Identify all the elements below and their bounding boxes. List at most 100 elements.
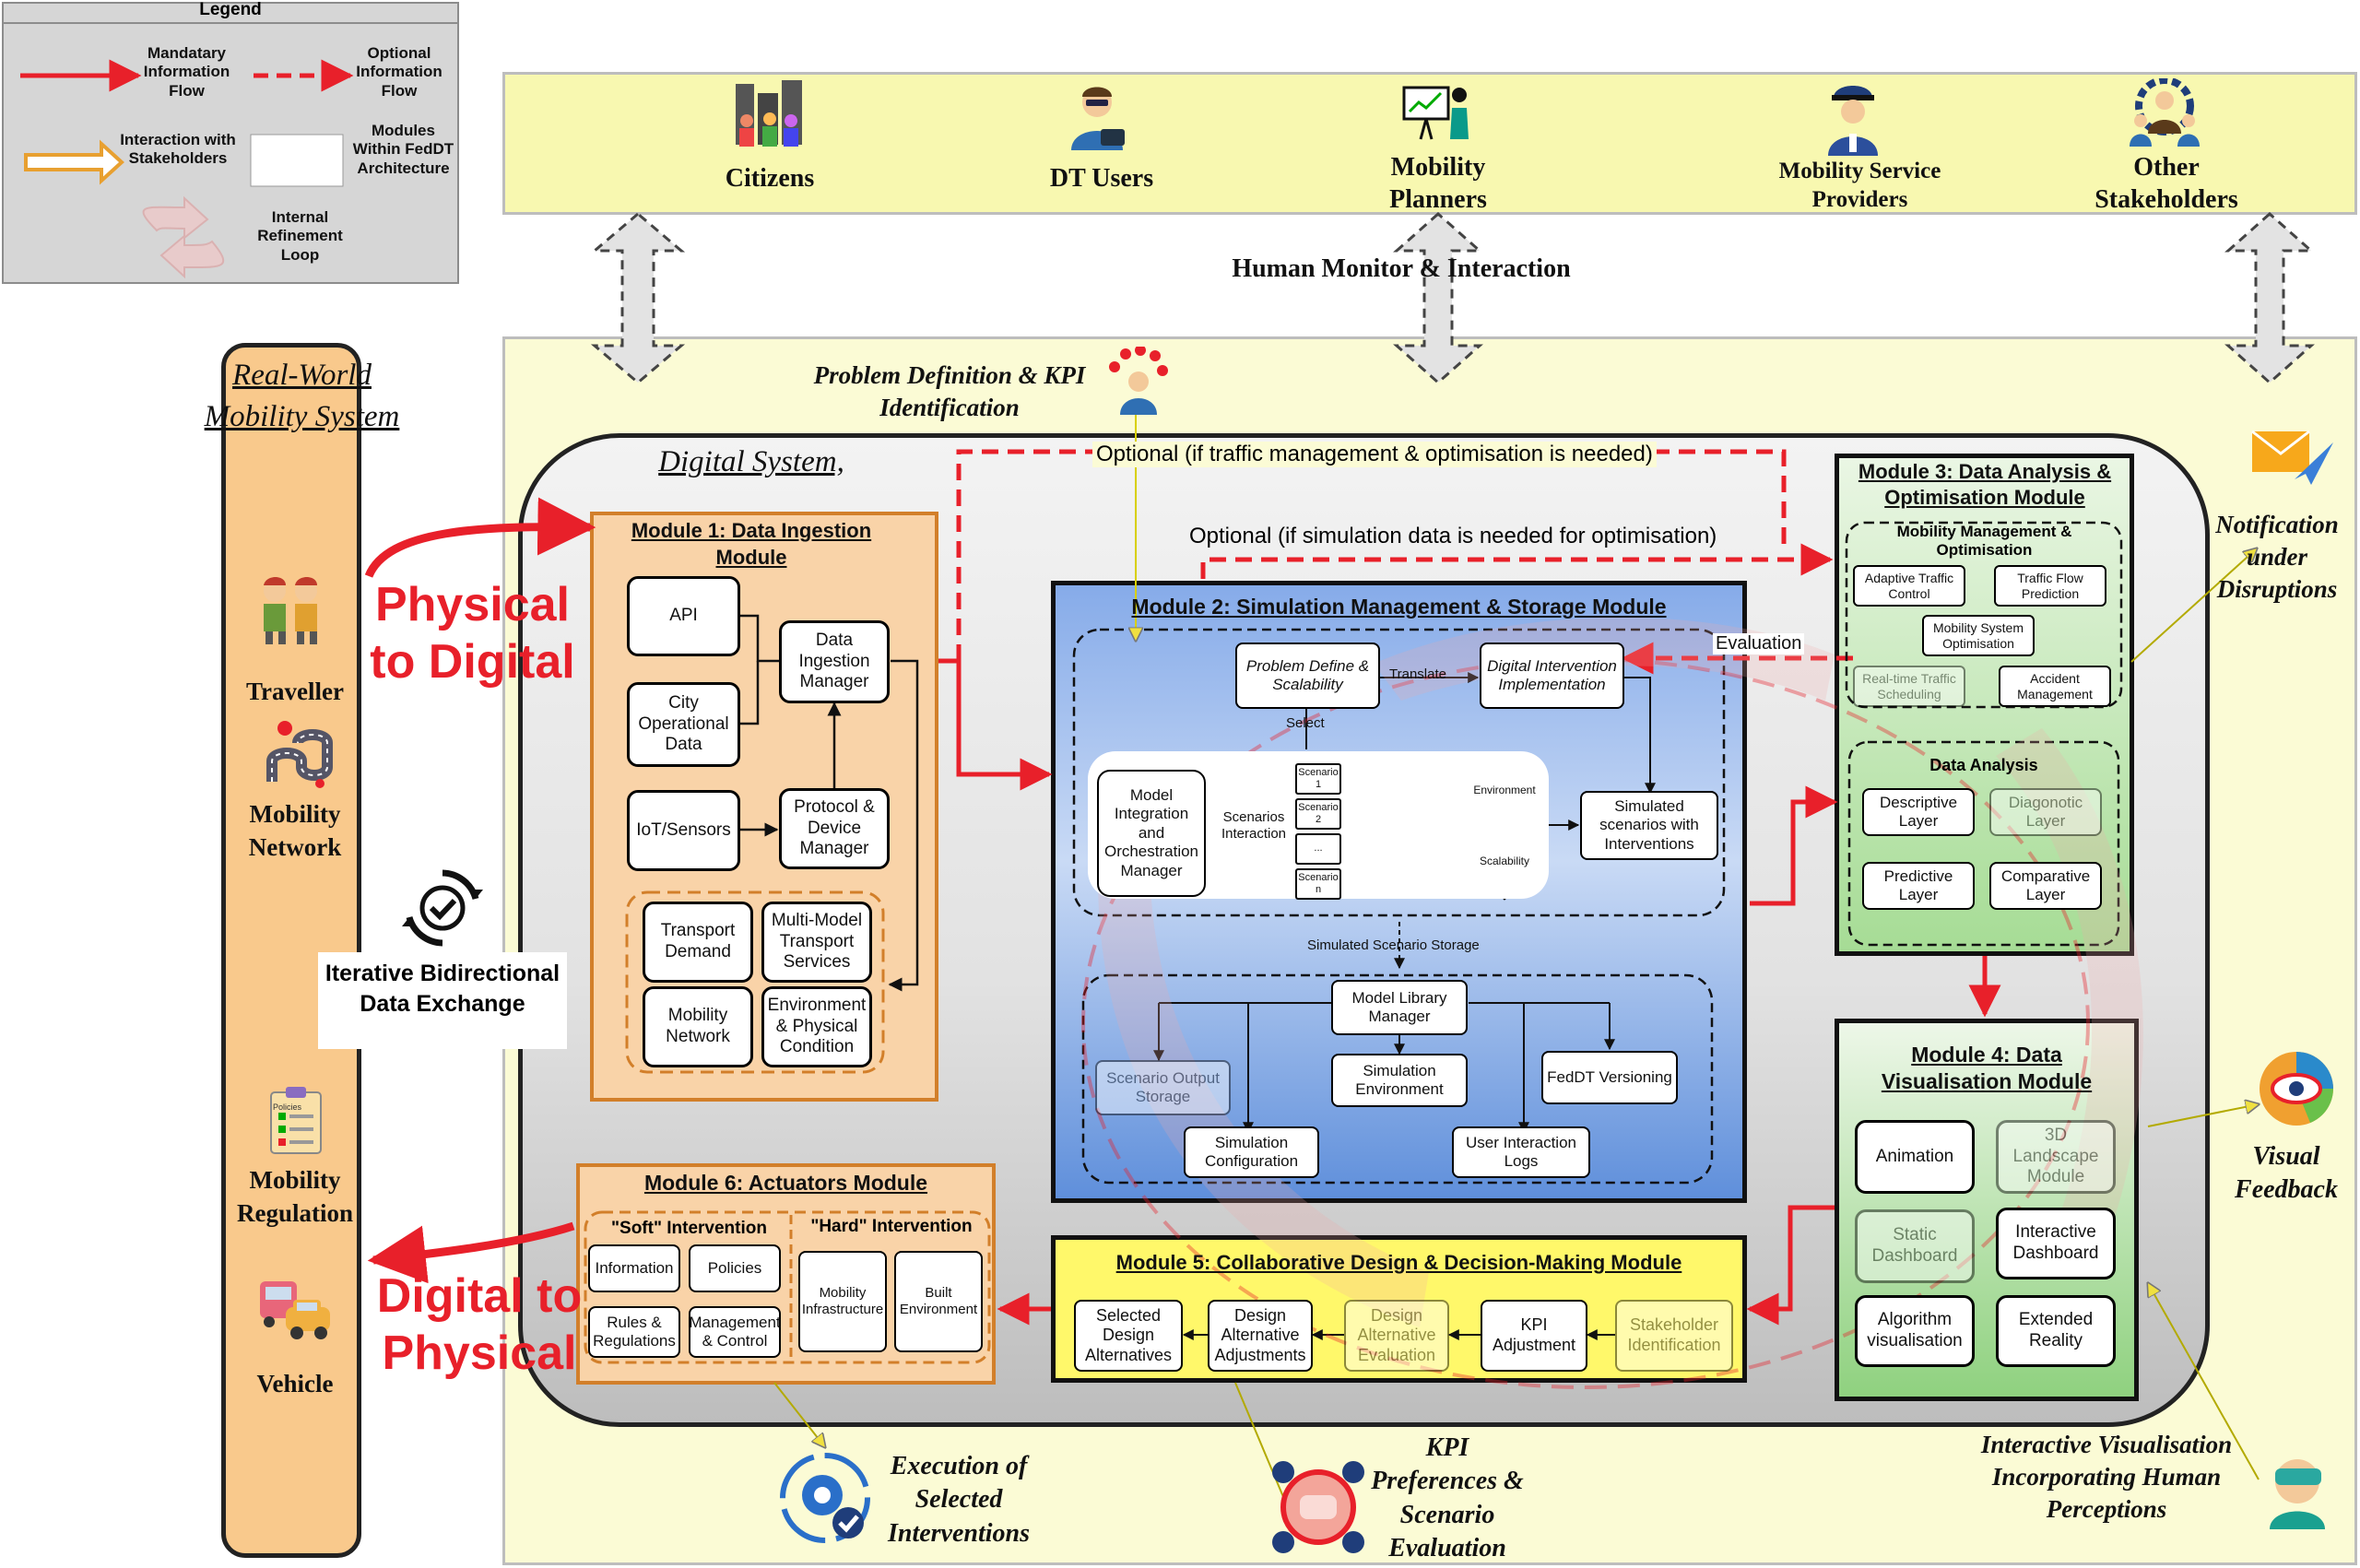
iterative-exchange-icon (396, 862, 489, 954)
m4-3d-landscape: 3D Landscape Module (1996, 1120, 2116, 1194)
digital-to-physical-label: Digital to Physical (376, 1269, 583, 1381)
module1-title: Module 1: Data Ingestion Module (631, 519, 872, 569)
m5-selected-alternatives: Selected Design Alternatives (1074, 1300, 1183, 1372)
m1-iot-sensors: IoT/Sensors (627, 790, 740, 871)
real-world-title: Real-World Mobility System (204, 359, 400, 433)
m2-simulation-environment: Simulation Environment (1331, 1054, 1468, 1107)
module6-title: Module 6: Actuators Module (643, 1171, 928, 1195)
mobility-regulation-icon (266, 1086, 326, 1156)
m3-traffic-flow: Traffic Flow Prediction (1994, 565, 2106, 607)
module4-title: Module 4: Data Visualisation Module (1881, 1043, 2093, 1093)
notification-label: Notification under Disruptions (2215, 511, 2339, 604)
execution-label: Execution of Selected Interventions (887, 1452, 1031, 1548)
policies-icon-text: Policies (273, 1102, 302, 1112)
m2-simulated-scenarios: Simulated scenarios with Interventions (1580, 791, 1718, 860)
optional-label-1: Optional (if traffic management & optimi… (1092, 442, 1657, 467)
m4-interactive-dashboard: Interactive Dashboard (1996, 1208, 2116, 1279)
legend-interaction-label: Interaction with Stakeholders (120, 131, 236, 168)
m2-model-integration: Model Integration and Orchestration Mana… (1097, 770, 1206, 897)
m2-simulation-configuration: Simulation Configuration (1184, 1126, 1319, 1178)
visual-feedback-label: Visual Feedback (2235, 1142, 2338, 1205)
m4-extended-reality: Extended Reality (1996, 1295, 2116, 1367)
m1-data-ingestion-manager: Data Ingestion Manager (779, 620, 890, 703)
mobility-network-label: Mobility Network (248, 800, 342, 862)
module2-title: Module 2: Simulation Management & Storag… (1131, 595, 1667, 619)
m2-scalability-diamond: Scalability (1479, 855, 1530, 867)
vehicle-label: Vehicle (256, 1370, 334, 1397)
citizens-icon (728, 77, 811, 149)
legend-optional-label: Optional Information Flow (356, 44, 442, 100)
m2-storage-label: Simulated Scenario Storage (1307, 937, 1480, 953)
m4-algorithm-visualisation: Algorithm visualisation (1855, 1295, 1975, 1367)
m2-feddt-versioning: FedDT Versioning (1541, 1051, 1678, 1104)
m2-environment-diamond: Environment (1473, 784, 1536, 796)
stakeholder-dt-users: DT Users (1049, 164, 1154, 193)
m6-management-control: Management & Control (689, 1306, 781, 1358)
digital-system-label: Digital System, (658, 445, 844, 478)
m2-select-label: Select (1286, 715, 1325, 731)
m1-city-data: City Operational Data (627, 682, 740, 767)
m1-api: API (627, 576, 740, 656)
visual-feedback-icon (2254, 1046, 2339, 1131)
m6-built-environment: Built Environment (894, 1251, 983, 1352)
m1-protocol-manager: Protocol & Device Manager (779, 788, 890, 869)
m1-environment: Environment & Physical Condition (761, 986, 872, 1067)
m6-mobility-infrastructure: Mobility Infrastructure (798, 1251, 887, 1352)
service-providers-icon (1821, 77, 1885, 157)
m6-soft-label: "Soft" Intervention (611, 1219, 767, 1238)
m6-information: Information (588, 1244, 680, 1292)
m3-mmo-label: Mobility Management & Optimisation (1896, 523, 2072, 560)
m3-descriptive: Descriptive Layer (1862, 788, 1975, 836)
iterative-exchange-box (318, 952, 567, 1049)
m3-diagnostic: Diagonotic Layer (1989, 788, 2102, 836)
dt-users-icon (1060, 77, 1134, 151)
legend-modules-label: Modules Within FedDT Architecture (352, 122, 454, 177)
mobility-network-icon (263, 717, 336, 791)
human-monitor-label: Human Monitor & Interaction (1232, 254, 1571, 283)
evaluation-label: Evaluation (1713, 633, 1805, 654)
m4-static-dashboard: Static Dashboard (1855, 1209, 1975, 1283)
interactive-visualisation-label: Interactive Visualisation Incorporating … (1980, 1431, 2233, 1524)
m3-predictive: Predictive Layer (1862, 862, 1975, 910)
mobility-regulation-label: Mobility Regulation (236, 1166, 353, 1228)
m5-design-adjustments: Design Alternative Adjustments (1208, 1300, 1313, 1372)
m2-model-library: Model Library Manager (1331, 980, 1468, 1035)
real-world-column (221, 343, 361, 1558)
other-stakeholders-icon (2125, 77, 2204, 147)
stakeholder-service-providers: Mobility Service Providers (1778, 159, 1941, 213)
m6-policies: Policies (689, 1244, 781, 1292)
vr-person-icon (2249, 1443, 2342, 1530)
optional-label-2: Optional (if simulation data is needed f… (1189, 524, 1717, 548)
m2-translate-label: Translate (1389, 666, 1446, 682)
m6-rules-regulations: Rules & Regulations (588, 1306, 680, 1358)
m3-realtime-scheduling: Real-time Traffic Scheduling (1853, 666, 1965, 707)
m1-transport-demand: Transport Demand (643, 902, 753, 983)
m5-kpi-adjustment: KPI Adjustment (1481, 1300, 1587, 1372)
traveller-icon (249, 572, 332, 645)
problem-person-icon (1104, 346, 1171, 415)
m2-user-interaction-logs: User Interaction Logs (1452, 1126, 1590, 1178)
m3-adaptive-traffic: Adaptive Traffic Control (1853, 565, 1965, 607)
m2-scenarios-interaction: Scenarios Interaction (1221, 809, 1287, 842)
kpi-collaboration-icon (1268, 1456, 1369, 1558)
m2-digital-intervention: Digital Intervention Implementation (1480, 643, 1624, 709)
m2-problem-define: Problem Define & Scalability (1235, 643, 1380, 709)
m4-animation: Animation (1855, 1120, 1975, 1194)
stakeholder-other: Other Stakeholders (2094, 153, 2238, 214)
traveller-label: Traveller (246, 678, 344, 705)
stakeholder-mobility-planners: Mobility Planners (1389, 153, 1487, 214)
m3-mobility-system-opt: Mobility System Optimisation (1922, 615, 2035, 656)
mobility-planners-icon (1399, 79, 1473, 144)
execution-gear-icon (774, 1447, 876, 1549)
m6-hard-label: "Hard" Intervention (810, 1217, 973, 1236)
m2-scenario-2: Scenario 2 (1295, 798, 1341, 830)
legend-title: Legend (2, 0, 459, 24)
m2-scenario-dots: ... (1295, 833, 1341, 865)
legend-mandatory-label: Mandatary Information Flow (143, 44, 230, 100)
m2-scenario-output: Scenario Output Storage (1095, 1060, 1231, 1115)
m5-design-evaluation: Design Alternative Evaluation (1344, 1300, 1449, 1372)
iterative-exchange-label: Iterative Bidirectional Data Exchange (324, 961, 560, 1017)
m3-accident-management: Accident Management (1999, 666, 2111, 707)
m2-scenario-n: Scenario n (1295, 868, 1341, 900)
m1-mobility-network: Mobility Network (643, 986, 753, 1067)
